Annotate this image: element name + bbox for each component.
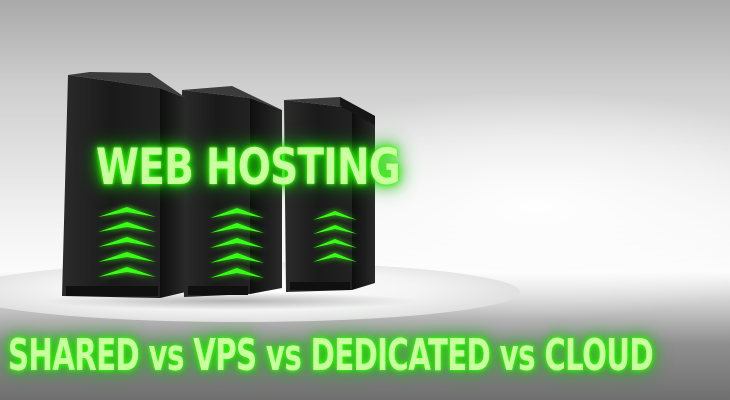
chevron-up-icon — [98, 207, 156, 277]
chevron-up-icon — [313, 211, 357, 262]
chevron-up-icon — [210, 208, 264, 278]
server-tower-icon — [182, 86, 282, 297]
banner-title: WEB HOSTING — [96, 138, 401, 196]
server-tower-icon — [284, 97, 375, 292]
banner-subtitle: SHARED vs VPS vs DEDICATED vs CLOUD — [8, 330, 654, 381]
